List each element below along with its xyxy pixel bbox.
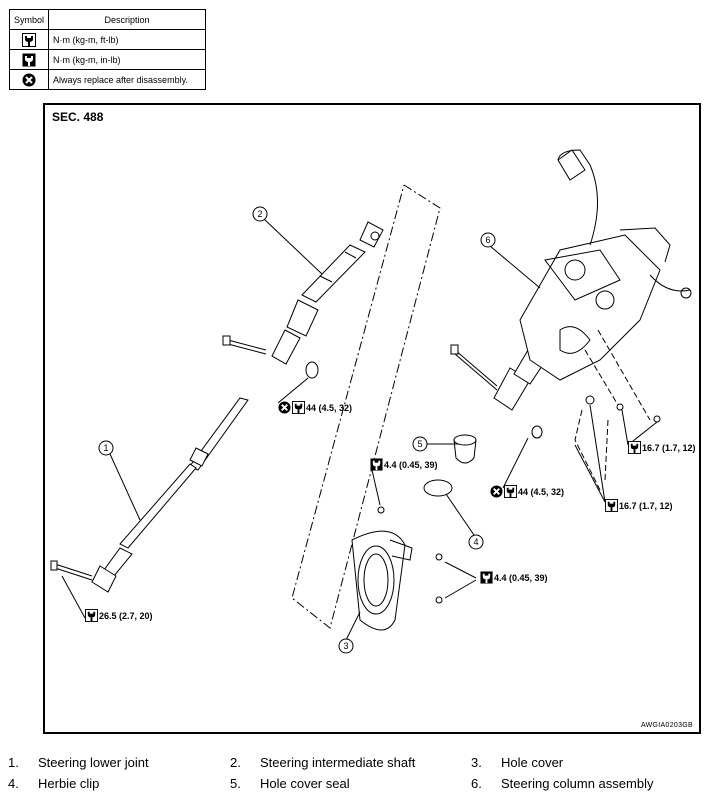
torque-callout: 44 (4.5, 32) xyxy=(490,485,564,498)
svg-text:6: 6 xyxy=(485,235,490,245)
hole-cover-seal-drawing xyxy=(453,434,477,464)
legend-label: Hole cover seal xyxy=(260,776,350,791)
legend-number: 6. xyxy=(471,776,482,791)
part-number-3: 3 xyxy=(338,638,354,654)
torque-wrench-ftlb-icon xyxy=(504,485,517,498)
part-number-5: 5 xyxy=(412,436,428,452)
torque-wrench-ftlb-icon xyxy=(8,29,50,50)
torque-callout: 44 (4.5, 32) xyxy=(278,401,352,414)
legend-number: 3. xyxy=(471,755,482,770)
torque-callout: 4.4 (0.45, 39) xyxy=(480,571,548,584)
torque-value: 16.7 (1.7, 12) xyxy=(619,500,673,511)
legend-item: 6. Steering column assembly xyxy=(471,776,691,791)
svg-text:1: 1 xyxy=(103,443,108,453)
torque-wrench-ftlb-icon xyxy=(85,609,98,622)
torque-callout: 4.4 (0.45, 39) xyxy=(370,458,438,471)
legend-label: Steering column assembly xyxy=(501,776,654,791)
svg-text:4: 4 xyxy=(473,537,478,547)
part-number-4: 4 xyxy=(468,534,484,550)
legend-number: 2. xyxy=(230,755,241,770)
nut-drawing xyxy=(305,361,319,379)
svg-text:3: 3 xyxy=(343,641,348,651)
steering-lower-joint-drawing xyxy=(50,397,249,593)
legend-item: 1. Steering lower joint xyxy=(8,755,230,770)
legend-number: 4. xyxy=(8,776,19,791)
part-number-callouts: 2 6 1 5 4 3 xyxy=(98,206,496,654)
parts-legend: 1. Steering lower joint 2. Steering interm… xyxy=(8,752,708,794)
hole-cover-drawing xyxy=(351,506,443,631)
always-replace-icon xyxy=(490,485,503,498)
legend-number: 1. xyxy=(8,755,19,770)
symbol-table: Symbol Description N·m (kg-m, ft-lb) N·m… xyxy=(8,9,206,90)
torque-wrench-inlb-icon xyxy=(8,49,50,70)
bolt-drawing xyxy=(222,335,267,355)
legend-label: Steering lower joint xyxy=(38,755,149,770)
torque-wrench-inlb-icon xyxy=(480,571,493,584)
svg-text:2: 2 xyxy=(257,209,262,219)
legend-number: 5. xyxy=(230,776,241,791)
torque-wrench-ftlb-icon xyxy=(605,499,618,512)
leader-lines xyxy=(61,218,658,641)
torque-wrench-inlb-icon xyxy=(370,458,383,471)
legend-item: 3. Hole cover xyxy=(471,755,691,770)
legend-item: 5. Hole cover seal xyxy=(230,776,471,791)
part-number-1: 1 xyxy=(98,440,114,456)
symbol-row: N·m (kg-m, ft-lb) xyxy=(8,29,206,50)
diagram-frame: SEC. 488 AWGIA0203GB xyxy=(43,103,701,734)
legend-item: 4. Herbie clip xyxy=(8,776,230,791)
symbol-row: Always replace after disassembly. xyxy=(8,69,206,90)
torque-callout: 16.7 (1.7, 12) xyxy=(628,441,696,454)
torque-value: 44 (4.5, 32) xyxy=(518,486,565,497)
engine-compartment-boundary xyxy=(291,184,441,629)
part-number-6: 6 xyxy=(480,232,496,248)
always-replace-icon xyxy=(278,401,291,414)
legend-label: Steering intermediate shaft xyxy=(260,755,416,770)
always-replace-icon xyxy=(8,69,50,90)
legend-label: Herbie clip xyxy=(38,776,100,791)
legend-item: 2. Steering intermediate shaft xyxy=(230,755,471,770)
svg-text:5: 5 xyxy=(417,439,422,449)
steering-column-assembly-drawing xyxy=(519,149,692,423)
legend-row: 4. Herbie clip 5. Hole cover seal 6. Steeri… xyxy=(8,773,708,794)
torque-value: 16.7 (1.7, 12) xyxy=(642,442,696,453)
symbol-description: Always replace after disassembly. xyxy=(48,69,206,90)
torque-value: 26.5 (2.7, 20) xyxy=(99,610,153,621)
steering-intermediate-shaft-drawing xyxy=(271,221,384,365)
torque-value: 44 (4.5, 32) xyxy=(306,402,353,413)
legend-row: 1. Steering lower joint 2. Steering interm… xyxy=(8,752,708,773)
symbol-row: N·m (kg-m, in-lb) xyxy=(8,49,206,70)
herbie-clip-drawing xyxy=(423,479,453,497)
part-number-2: 2 xyxy=(252,206,268,222)
torque-wrench-ftlb-icon xyxy=(292,401,305,414)
legend-label: Hole cover xyxy=(501,755,564,770)
nut-drawing xyxy=(531,425,543,439)
torque-callout: 16.7 (1.7, 12) xyxy=(605,499,673,512)
torque-value: 4.4 (0.45, 39) xyxy=(494,572,548,583)
torque-value: 4.4 (0.45, 39) xyxy=(384,459,438,470)
diagram-code: AWGIA0203GB xyxy=(640,722,693,729)
section-label: SEC. 488 xyxy=(52,110,104,124)
torque-callout: 26.5 (2.7, 20) xyxy=(85,609,153,622)
torque-wrench-ftlb-icon xyxy=(628,441,641,454)
